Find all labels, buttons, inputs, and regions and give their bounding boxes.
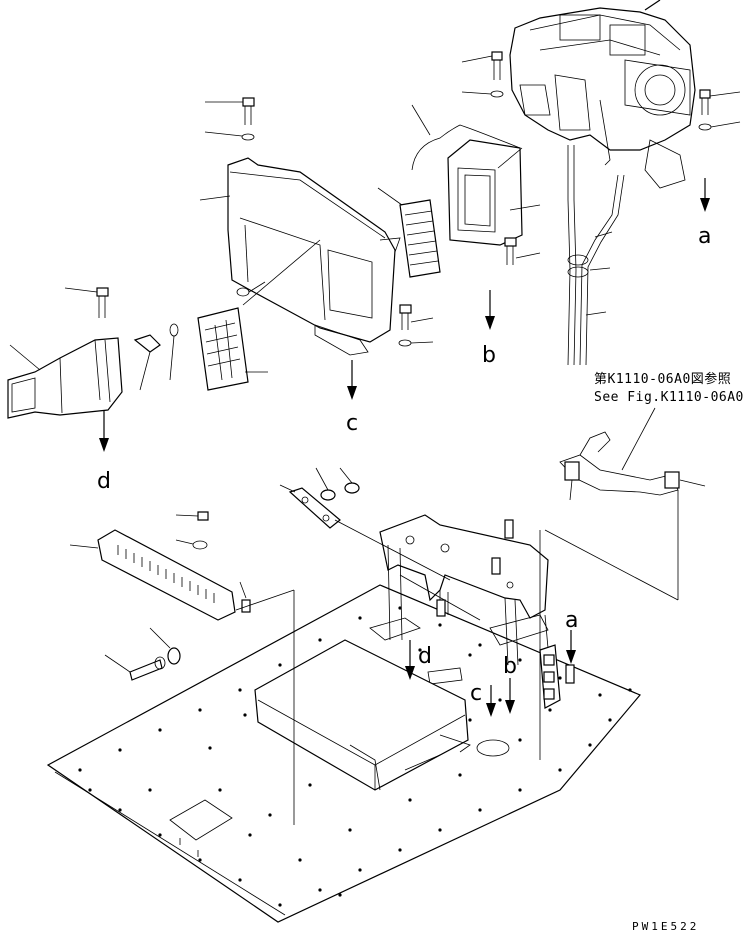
pin — [565, 664, 575, 684]
wire-harness — [411, 124, 521, 171]
bolt — [205, 97, 255, 125]
callout-c: c — [346, 411, 358, 436]
arrow-down — [485, 290, 495, 330]
washer — [236, 281, 266, 297]
support-frame — [369, 514, 549, 666]
callout-b: b — [482, 343, 496, 368]
bolt — [399, 304, 434, 330]
arrow-down — [566, 630, 576, 664]
washer — [204, 131, 255, 141]
leader-lines — [235, 490, 679, 825]
bolt — [699, 89, 741, 115]
callout-c: c — [470, 681, 482, 706]
arrow-down — [486, 685, 496, 717]
reference-note-english: See Fig.K1110-06A0 — [594, 390, 744, 405]
arrow-down — [99, 410, 109, 452]
washer — [175, 539, 208, 550]
mount-plate — [279, 484, 341, 529]
callout-b: b — [503, 654, 517, 679]
arrow-down — [700, 178, 710, 212]
callout-a: a — [565, 608, 578, 633]
control-box — [254, 639, 471, 791]
reference-note-japanese: 第K1110-06A0図参照 — [594, 371, 731, 387]
side-grille — [69, 529, 236, 621]
arrow-down — [505, 678, 515, 714]
arrow-down — [405, 640, 415, 680]
vent-duct — [7, 337, 123, 419]
louver-grille — [197, 307, 268, 391]
drawing-code: PW1E522 — [632, 920, 699, 932]
air-filter — [377, 187, 441, 278]
callout-d: d — [418, 644, 432, 669]
arrow-down — [347, 360, 357, 400]
callout-d: d — [97, 469, 111, 494]
cover-panel — [199, 157, 401, 356]
bolt — [504, 237, 541, 265]
grommet — [315, 467, 360, 501]
nozzle — [133, 323, 179, 391]
washer — [398, 339, 434, 347]
clip — [239, 581, 251, 613]
bolt — [64, 287, 109, 318]
air-duct — [447, 139, 541, 246]
hvac-unit — [509, 0, 696, 189]
floor-holes — [78, 606, 632, 907]
bolt — [461, 51, 503, 80]
callout-a: a — [698, 224, 711, 249]
bolt — [175, 511, 209, 521]
relay-block — [539, 614, 561, 709]
washer — [461, 90, 504, 98]
bolt — [104, 627, 181, 681]
washer — [698, 121, 741, 131]
pipe-bracket — [559, 431, 706, 501]
hose — [567, 145, 625, 366]
